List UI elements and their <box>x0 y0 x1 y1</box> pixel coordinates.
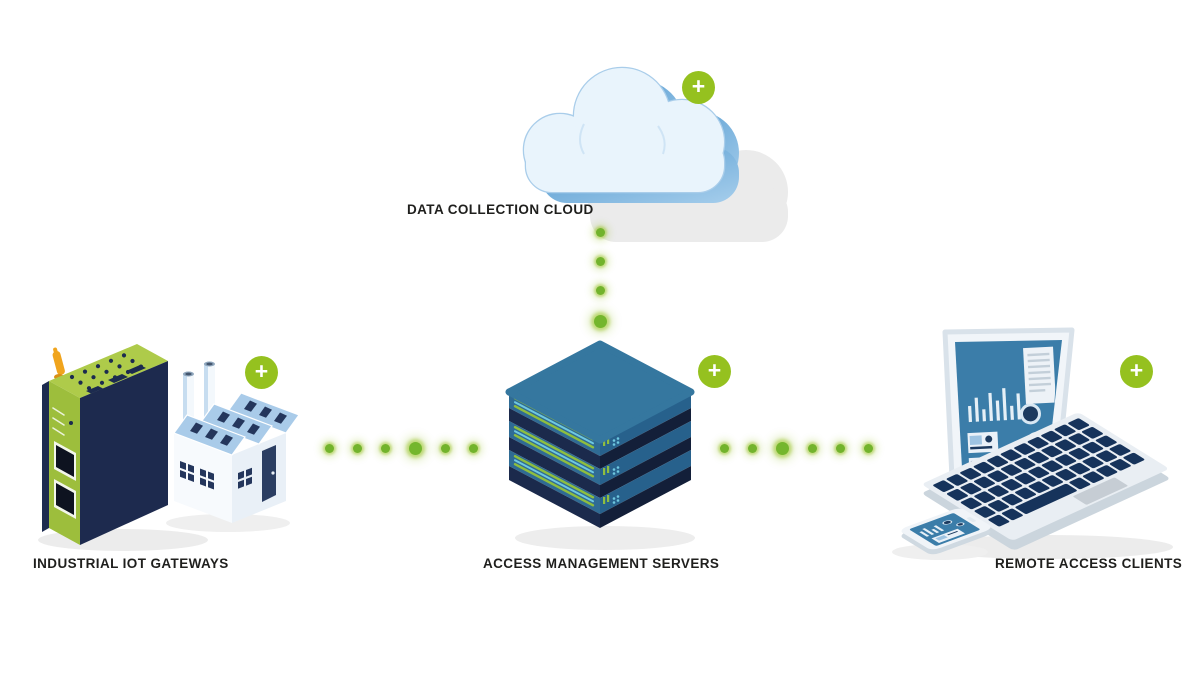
node-label-clients: REMOTE ACCESS CLIENTS <box>995 556 1183 571</box>
connector-dot <box>720 443 729 453</box>
connector-dot <box>441 443 450 453</box>
iot-gateway-factory-icon <box>38 344 300 551</box>
connector-dot <box>325 443 334 453</box>
server-stack-icon <box>505 340 695 550</box>
factory-icon <box>173 361 300 523</box>
smartphone-icon <box>901 508 991 555</box>
laptop-smartphone-icon <box>892 327 1173 560</box>
connector-dot <box>595 228 605 237</box>
connector-dot <box>409 441 422 455</box>
connector-dot <box>595 257 605 266</box>
cloud-icon <box>522 66 788 242</box>
add-button-gateways[interactable]: + <box>245 356 278 389</box>
connector-servers-cloud <box>592 228 608 328</box>
connector-dot <box>864 443 873 453</box>
connector-dot <box>836 443 845 453</box>
connector-dot <box>469 443 478 453</box>
laptop-icon <box>923 327 1169 550</box>
connector-dot <box>593 315 607 328</box>
connector-dot <box>808 443 817 453</box>
node-label-cloud: DATA COLLECTION CLOUD <box>407 202 594 217</box>
add-button-cloud[interactable]: + <box>682 71 715 104</box>
connector-dot <box>748 443 757 453</box>
connector-dot <box>595 286 605 295</box>
node-label-servers: ACCESS MANAGEMENT SERVERS <box>483 556 720 571</box>
connector-dot <box>353 443 362 453</box>
iot-gateway-icon <box>42 344 168 545</box>
node-label-gateways: INDUSTRIAL IOT GATEWAYS <box>33 556 229 571</box>
connector-dot <box>381 443 390 453</box>
add-button-clients[interactable]: + <box>1120 355 1153 388</box>
add-button-servers[interactable]: + <box>698 355 731 388</box>
connector-dot <box>776 441 789 455</box>
connector-servers-clients <box>720 440 873 456</box>
connector-gateways-servers <box>325 440 478 456</box>
